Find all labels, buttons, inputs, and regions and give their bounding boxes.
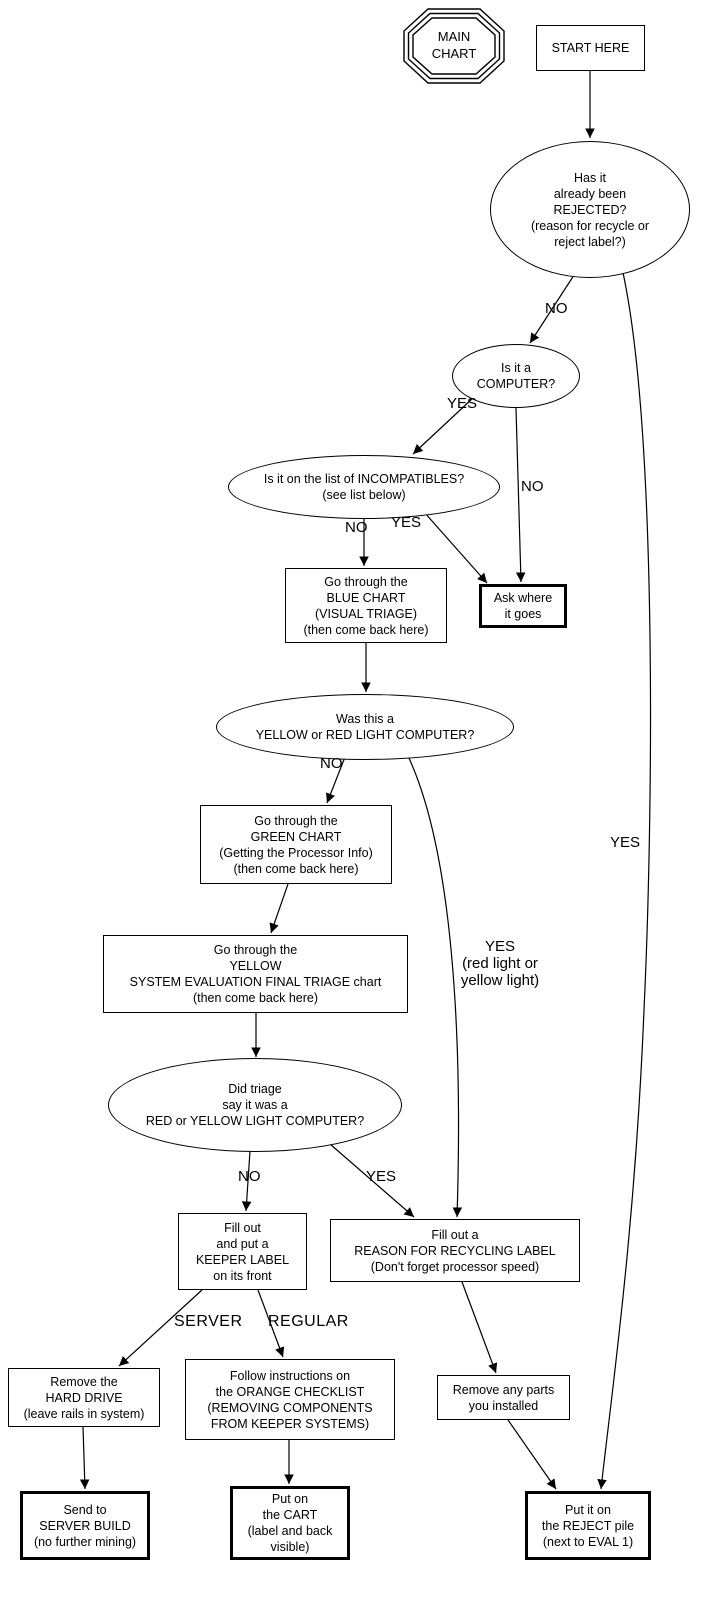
octagon-rings-icon <box>403 8 505 84</box>
node-yellow-or-red-light: Was this a YELLOW or RED LIGHT COMPUTER? <box>216 694 514 760</box>
node-remove-any-parts: Remove any parts you installed <box>437 1375 570 1420</box>
node-reason-for-recycling-label: Fill out a REASON FOR RECYCLING LABEL (D… <box>354 1227 556 1274</box>
edge-label-no-incompatibles: NO <box>345 519 368 536</box>
edge-removeparts-to-reject <box>507 1419 557 1490</box>
node-ask-where-it-goes-label: Ask where it goes <box>493 591 553 621</box>
edge-label-no-yellowred: NO <box>320 755 343 772</box>
node-is-it-a-computer-label: Is it a COMPUTER? <box>476 361 556 391</box>
edge-computer-to-incompatibles <box>412 397 474 455</box>
node-start-here-label: START HERE <box>551 41 630 55</box>
edge-recycling-to-removeparts <box>461 1281 498 1374</box>
node-is-it-a-computer: Is it a COMPUTER? <box>452 344 580 408</box>
node-incompatibles-list: Is it on the list of INCOMPATIBLES? (see… <box>228 455 500 519</box>
edge-label-yes-yellowred: YES (red light or yellow light) <box>460 938 540 989</box>
node-blue-chart-label: Go through the BLUE CHART (VISUAL TRIAGE… <box>303 574 429 637</box>
node-reason-for-recycling: Fill out a REASON FOR RECYCLING LABEL (D… <box>330 1219 580 1282</box>
edge-computer-to-ask <box>515 407 526 583</box>
node-keeper-label-label: Fill out and put a KEEPER LABEL on its f… <box>195 1220 290 1283</box>
edge-triage-to-keeper <box>241 1150 252 1212</box>
node-incompatibles-list-label: Is it on the list of INCOMPATIBLES? (see… <box>263 472 465 502</box>
edge-label-yes-rejected: YES <box>610 834 641 851</box>
edge-triage-to-recycling <box>329 1143 415 1218</box>
node-ask-where-it-goes: Ask where it goes <box>479 584 567 628</box>
edge-rejected-to-reject <box>597 267 652 1490</box>
edge-rejected-to-computer <box>529 271 577 344</box>
edge-label-no-triage: NO <box>238 1168 261 1185</box>
edge-yellowred-to-recycling <box>407 755 463 1218</box>
node-orange-checklist: Follow instructions on the ORANGE CHECKL… <box>185 1359 395 1440</box>
edge-label-no-rejected: NO <box>545 300 568 317</box>
node-yellow-or-red-light-label: Was this a YELLOW or RED LIGHT COMPUTER? <box>255 712 475 742</box>
edge-green-to-yellowchart <box>269 883 289 934</box>
edge-label-yes-incompatibles: YES <box>391 514 422 531</box>
node-reject-pile-label: Put it on the REJECT pile (next to EVAL … <box>541 1502 635 1549</box>
node-green-chart-label: Go through the GREEN CHART (Getting the … <box>219 813 373 876</box>
main-chart-label: MAIN CHART <box>431 29 477 61</box>
node-did-triage-say-label: Did triage say it was a RED or YELLOW LI… <box>145 1082 365 1128</box>
main-chart-badge: MAIN CHART <box>403 8 505 84</box>
edge-yellowred-to-green <box>326 756 346 804</box>
node-remove-hard-drive: Remove the HARD DRIVE (leave rails in sy… <box>8 1368 160 1427</box>
node-yellow-system-evaluation-label: Go through the YELLOW SYSTEM EVALUATION … <box>129 943 382 1005</box>
node-keeper-label: Fill out and put a KEEPER LABEL on its f… <box>178 1213 307 1290</box>
node-put-on-cart-label: Put on the CART (label and back visible) <box>247 1492 333 1554</box>
node-yellow-system-evaluation: Go through the YELLOW SYSTEM EVALUATION … <box>103 935 408 1013</box>
node-blue-chart: Go through the BLUE CHART (VISUAL TRIAGE… <box>285 568 447 643</box>
edge-harddrive-to-serverbuild <box>79 1426 90 1490</box>
node-already-rejected-label: Has it already been REJECTED? (reason fo… <box>530 170 650 249</box>
node-did-triage-say: Did triage say it was a RED or YELLOW LI… <box>108 1058 402 1152</box>
node-start-here: START HERE <box>536 25 645 71</box>
edge-label-server: SERVER <box>174 1313 243 1330</box>
edge-label-no-computer: NO <box>521 478 544 495</box>
node-already-rejected: Has it already been REJECTED? (reason fo… <box>490 141 690 278</box>
node-send-to-server-build-label: Send to SERVER BUILD (no further mining) <box>33 1502 137 1549</box>
node-send-to-server-build: Send to SERVER BUILD (no further mining) <box>20 1491 150 1560</box>
node-remove-hard-drive-label: Remove the HARD DRIVE (leave rails in sy… <box>23 1374 145 1421</box>
edge-label-yes-triage: YES <box>366 1168 397 1185</box>
node-reject-pile: Put it on the REJECT pile (next to EVAL … <box>525 1491 651 1560</box>
edge-keeper-to-orange <box>257 1289 285 1358</box>
node-put-on-cart: Put on the CART (label and back visible) <box>230 1486 350 1560</box>
node-orange-checklist-label: Follow instructions on the ORANGE CHECKL… <box>207 1368 373 1431</box>
node-green-chart: Go through the GREEN CHART (Getting the … <box>200 805 392 884</box>
edge-incompatibles-to-ask <box>423 511 488 584</box>
node-remove-any-parts-label: Remove any parts you installed <box>452 1382 555 1413</box>
edge-keeper-to-harddrive <box>118 1289 203 1367</box>
edge-label-yes-computer: YES <box>447 395 478 412</box>
edge-label-regular: REGULAR <box>268 1313 349 1330</box>
